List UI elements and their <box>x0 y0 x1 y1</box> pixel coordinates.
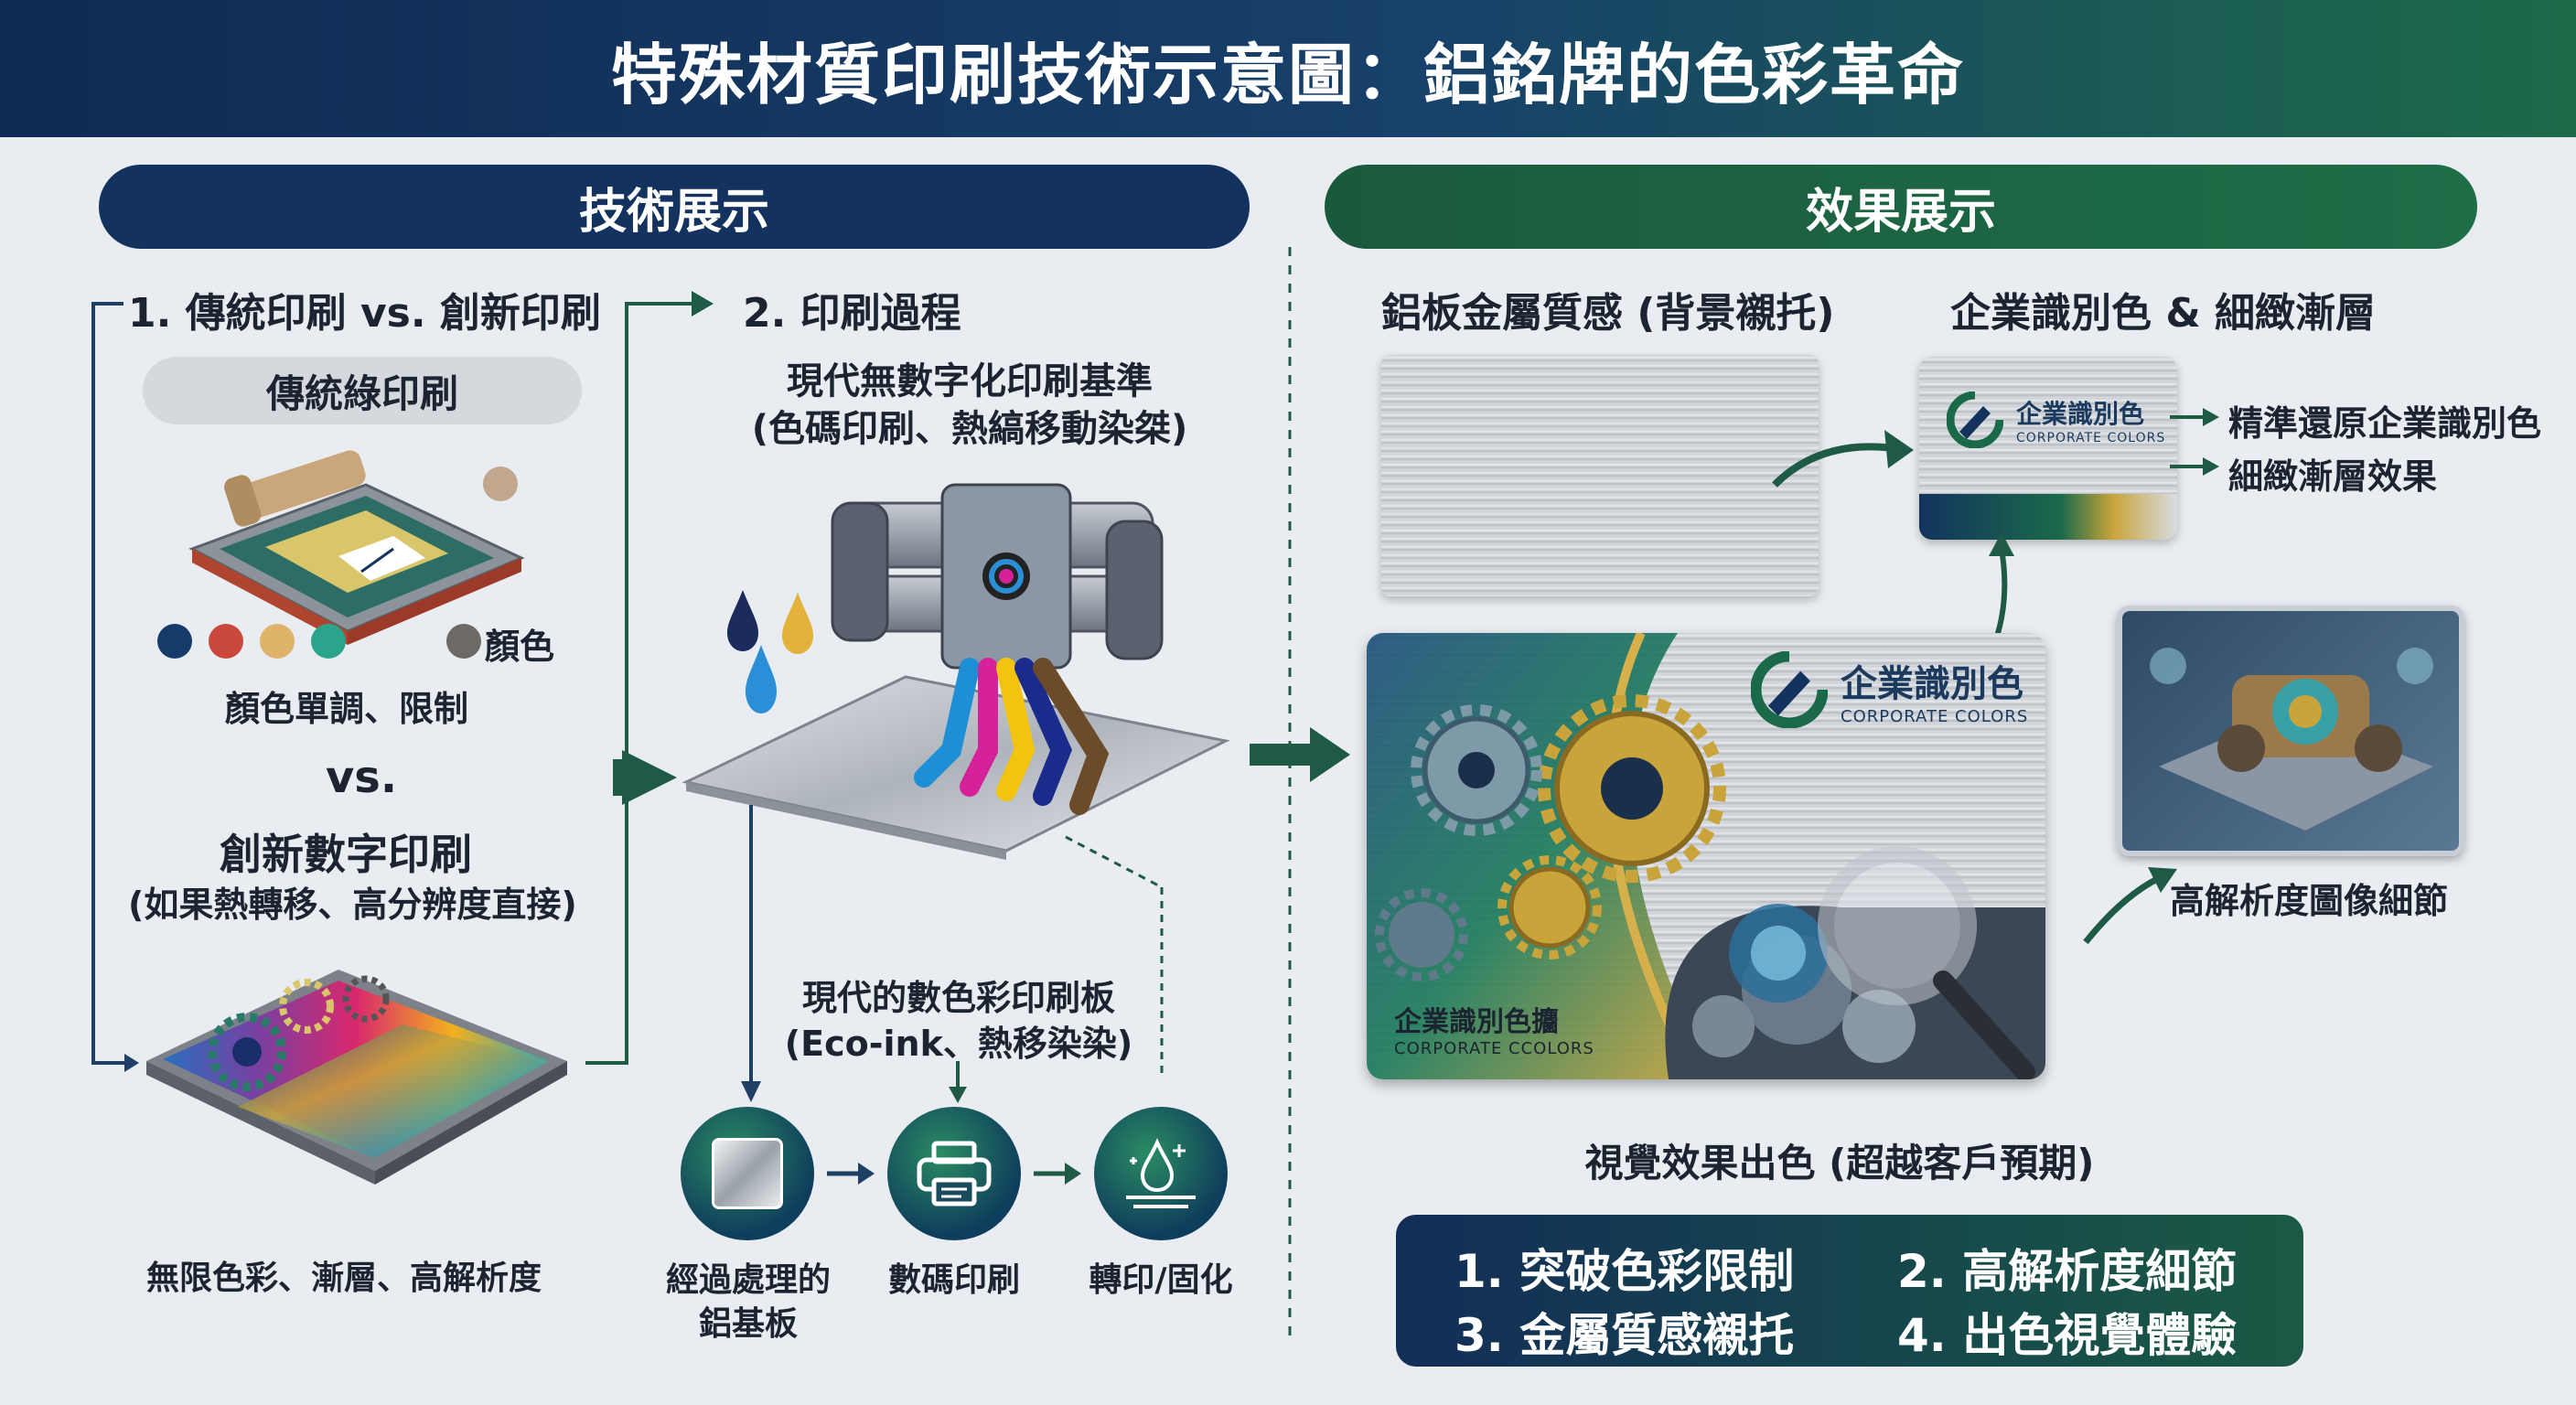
printer-icon <box>917 1141 992 1207</box>
high-resolution-detail-card <box>2117 606 2464 856</box>
screen-printing-illustration <box>188 450 525 645</box>
aluminum-plate-icon <box>712 1138 783 1209</box>
main-brand-mark: 企業識別色 CORPORATE COLORS <box>1751 651 2028 728</box>
summary-item-1: 1. 突破色彩限制 <box>1454 1245 1795 1298</box>
innovative-caption: 無限色彩、漸層、高解析度 <box>146 1260 542 1297</box>
ink-drops-icon <box>727 590 813 713</box>
corporate-logo-icon <box>1751 651 1828 728</box>
page-title: 特殊材質印刷技術示意圖：鋁銘牌的色彩革命 <box>610 36 1965 113</box>
substrate-label-line2: 鋁基板 <box>698 1305 798 1343</box>
innovative-title: 創新數字印刷 <box>220 830 472 879</box>
badge-brand-sub: CORPORATE COLORS <box>2016 431 2166 445</box>
detail-pointer-arrow <box>2083 867 2177 945</box>
summary-item-3: 3. 金屬質感襯托 <box>1454 1309 1795 1362</box>
traditional-caption: 顏色單調、限制 <box>225 689 469 729</box>
metal-to-badge-arrow <box>1772 430 1914 488</box>
process-arrow-1 <box>827 1163 875 1185</box>
section-header-technology: 技術展示 <box>99 165 1250 249</box>
paint-blob-icon <box>483 467 518 501</box>
main-brand-sub: CORPORATE COLORS <box>1841 706 2029 726</box>
color-dot-red <box>209 624 243 659</box>
plate-label-line1: 現代的數色彩印刷板 <box>801 978 1115 1018</box>
badge-brand-name: 企業識別色 <box>2016 399 2145 429</box>
corp-point-2: 細緻漸層效果 <box>2228 456 2438 497</box>
step2-heading: 2. 印刷過程 <box>743 290 961 337</box>
down-arrow-to-printer <box>949 1061 967 1103</box>
plate-label-line2: (Eco-ink、熱移染染) <box>784 1024 1133 1064</box>
color-legend-label: 顏色 <box>485 627 555 667</box>
badge-brand-mark: 企業識別色 CORPORATE COLORS <box>1947 391 2165 448</box>
colorful-printed-plate <box>146 970 567 1185</box>
corporate-badge-sample: 企業識別色 CORPORATE COLORS <box>1919 357 2177 540</box>
brushed-aluminum-sample <box>1381 355 1819 596</box>
corporate-color-heading: 企業識別色 & 細緻漸層 <box>1950 290 2377 337</box>
corp-point-1: 精準還原企業識別色 <box>2228 403 2542 444</box>
section-header-effects: 效果展示 <box>1325 165 2477 249</box>
color-dot-navy <box>157 624 192 659</box>
step1-heading: 1. 傳統印刷 vs. 創新印刷 <box>128 290 601 337</box>
down-arrow-to-substrate <box>741 805 761 1102</box>
summary-item-2: 2. 高解析度細節 <box>1897 1245 2238 1298</box>
machine-detail-artwork <box>2150 648 2433 831</box>
visual-effect-caption: 視覺效果出色 (超越客戶預期) <box>1584 1141 2095 1185</box>
badge-gradient-band <box>1919 494 2177 540</box>
detail-caption: 高解析度圖像細節 <box>2170 881 2449 921</box>
plate-footer-sub: CORPORATE CCOLORS <box>1394 1039 1594 1058</box>
transfer-curing-label: 轉印/固化 <box>1089 1261 1233 1299</box>
corporate-logo-icon <box>1947 391 2003 448</box>
color-legend-dot <box>446 624 481 659</box>
to-effects-arrow <box>1250 727 1350 782</box>
main-brand-name: 企業識別色 <box>1841 662 2023 705</box>
aluminum-substrate-step <box>681 1107 814 1240</box>
transfer-curing-step <box>1094 1107 1228 1240</box>
step1-connector <box>91 302 139 1072</box>
summary-item-4: 4. 出色視覺體驗 <box>1897 1309 2238 1362</box>
corp-point-arrows <box>2170 408 2219 476</box>
gear-artwork <box>1367 633 2045 1079</box>
digital-printing-step <box>887 1107 1021 1240</box>
step2-subtitle-line2: (色碼印刷、熱縞移動染桀) <box>751 408 1188 450</box>
limited-colors-row <box>157 624 346 659</box>
color-dot-teal <box>311 624 346 659</box>
digital-printer-illustration <box>682 483 1230 860</box>
step2-subtitle-line1: 現代無數字化印刷基準 <box>787 360 1153 402</box>
substrate-label-line1: 經過處理的 <box>665 1261 831 1299</box>
summary-panel <box>1396 1215 2303 1367</box>
versus-label: vs. <box>326 752 398 803</box>
plate-leader-line <box>1065 835 1164 1079</box>
color-dot-tan <box>260 624 295 659</box>
plate-footer-name: 企業識別色攟 <box>1394 1006 1559 1038</box>
step1-to-step2-arrow <box>585 291 714 1065</box>
title-bar <box>0 0 2576 137</box>
traditional-printing-label: 傳統綠印刷 <box>143 357 582 424</box>
metal-texture-heading: 鋁板金屬質感 (背景襯托) <box>1381 290 1835 337</box>
plate-footer-brand: 企業識別色攟 CORPORATE CCOLORS <box>1394 999 1594 1058</box>
innovative-subtitle: (如果熱轉移、高分辨度直接) <box>128 885 577 925</box>
digital-printing-label: 數碼印刷 <box>887 1261 1020 1299</box>
showcase-nameplate: 企業識別色 CORPORATE COLORS 企業識別色攟 CORPORATE … <box>1367 633 2045 1079</box>
process-arrow-2 <box>1034 1163 1081 1185</box>
curing-drop-icon <box>1126 1138 1196 1208</box>
section-divider <box>1288 247 1292 1345</box>
